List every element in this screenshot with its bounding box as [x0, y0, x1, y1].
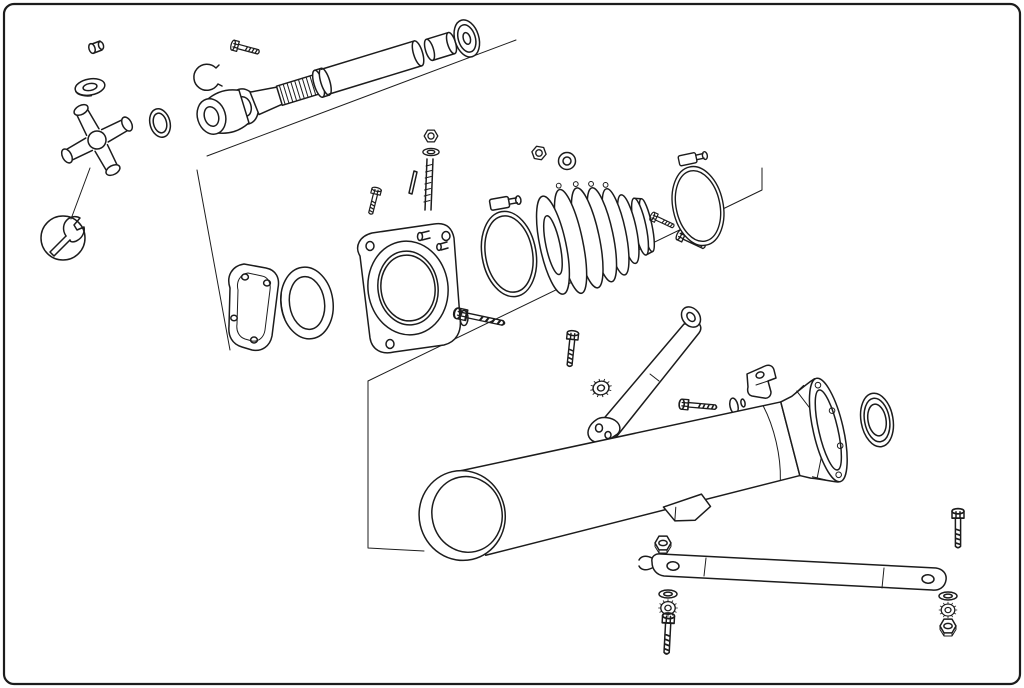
center-bearing-group	[228, 129, 732, 354]
hex-bolt	[229, 39, 262, 58]
center-bearing-housing	[356, 222, 462, 354]
tube-body	[459, 401, 801, 556]
rubber-grommet	[557, 151, 577, 171]
lock-nut	[423, 129, 439, 143]
cap-nut	[530, 144, 548, 162]
crossmember-bar	[638, 553, 947, 591]
mounting-tab	[662, 493, 712, 522]
flat-washer	[422, 147, 440, 157]
hex-screw	[365, 185, 383, 216]
mounting-bolt	[451, 306, 507, 330]
key-pin	[88, 40, 105, 55]
gasket-plate	[228, 263, 280, 352]
hex-nut-top-left	[654, 535, 672, 554]
universal-joint-spider	[58, 101, 136, 179]
pilot-bearing	[453, 19, 481, 58]
flange-seal-ring	[859, 392, 895, 448]
bearing-race	[280, 266, 334, 340]
hex-bolt-left	[659, 611, 676, 656]
companion-flange	[808, 377, 848, 483]
hose-clamp-rear	[661, 148, 732, 252]
hex-nut-right	[939, 618, 957, 637]
shaft-stub	[423, 31, 458, 62]
universal-joint-group	[40, 40, 136, 261]
wrench-icon	[49, 215, 85, 257]
mounting-studs	[416, 230, 449, 252]
rear-shaft-tube	[418, 377, 848, 562]
rubber-boot	[535, 180, 656, 295]
propshaft-assembly	[196, 19, 481, 135]
shaft-collar	[311, 67, 332, 98]
hex-bolt	[562, 329, 580, 368]
flat-washer-right	[938, 591, 958, 601]
hose-clamp-front	[471, 192, 544, 302]
seal-ring	[148, 108, 172, 138]
hex-bolt-horizontal	[677, 398, 718, 414]
splined-slip-joint	[275, 74, 320, 107]
front-propshaft-group	[148, 19, 481, 138]
tooth-lock-washer	[588, 376, 614, 400]
front-shaft-tube	[320, 40, 425, 95]
flat-washer-left	[658, 589, 678, 599]
angle-bracket	[746, 364, 777, 399]
cotter-pin	[408, 170, 418, 195]
thrust-washer	[74, 77, 106, 97]
crossmember-group	[638, 507, 965, 656]
rear-shaft-group	[418, 306, 895, 562]
tube-opening	[418, 469, 507, 562]
slip-yoke	[196, 86, 283, 135]
snap-ring	[193, 63, 223, 91]
tooth-lock-washer-right	[938, 601, 958, 619]
hex-bolt-right	[951, 507, 965, 549]
threaded-stud	[423, 158, 434, 211]
repair-kit-wrench-symbol	[40, 215, 86, 261]
